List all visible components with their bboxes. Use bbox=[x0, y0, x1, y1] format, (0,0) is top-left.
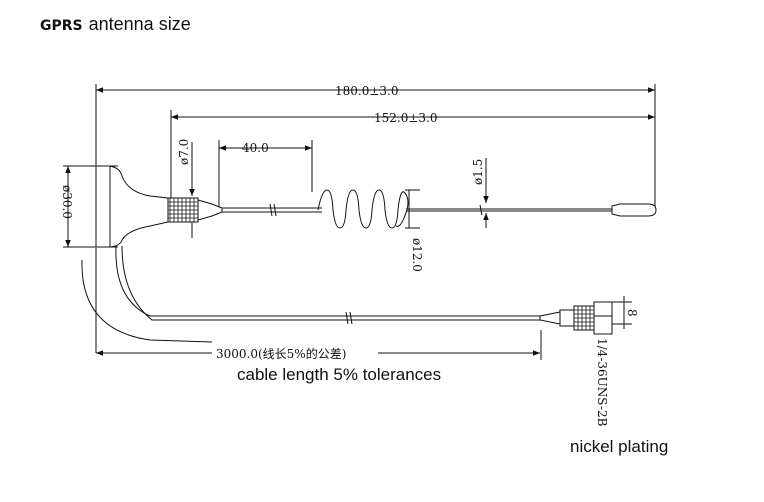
whip-ferrule bbox=[197, 199, 223, 221]
cable-arc bbox=[81, 259, 213, 343]
whip-collar bbox=[167, 197, 199, 223]
cable-break-right bbox=[349, 311, 353, 325]
label-connector-thread: 1/4-36UNS-2B bbox=[595, 338, 609, 427]
coil-spring bbox=[317, 189, 409, 229]
label-tip-diameter: ø1.5 bbox=[471, 159, 485, 185]
label-coil-diameter: ø12.0 bbox=[410, 238, 424, 272]
magnetic-base bbox=[95, 165, 169, 248]
label-cable-length: 3000.0(线长5%的公差) bbox=[216, 346, 346, 361]
label-coil-offset: 40.0 bbox=[242, 141, 269, 155]
cable-lower bbox=[121, 245, 540, 321]
whip-break-left bbox=[269, 203, 273, 217]
connector-body bbox=[559, 309, 575, 327]
caption-cable-tolerance: cable length 5% tolerances bbox=[237, 365, 442, 384]
label-connector-height: 8 bbox=[625, 309, 639, 317]
label-whip-length: 152.0±3.0 bbox=[374, 111, 438, 125]
cable-upper bbox=[115, 245, 540, 317]
label-whip-diameter: ø7.0 bbox=[177, 139, 191, 165]
label-base-diameter: ø30.0 bbox=[60, 185, 74, 219]
label-overall-length: 180.0±3.0 bbox=[335, 84, 399, 98]
connector-knurl bbox=[573, 305, 595, 331]
caption-plating: nickel plating bbox=[570, 437, 669, 456]
whip-break-right bbox=[273, 203, 277, 217]
page-title: GPRS antenna size bbox=[40, 14, 191, 35]
connector-strain-relief bbox=[539, 311, 561, 325]
connector-nut bbox=[593, 301, 613, 335]
cable-break-left bbox=[345, 311, 349, 325]
whip-tip bbox=[611, 203, 657, 217]
title-text: antenna size bbox=[88, 14, 191, 34]
title-prefix: GPRS bbox=[40, 18, 83, 34]
whip-upper-break bbox=[479, 204, 483, 216]
